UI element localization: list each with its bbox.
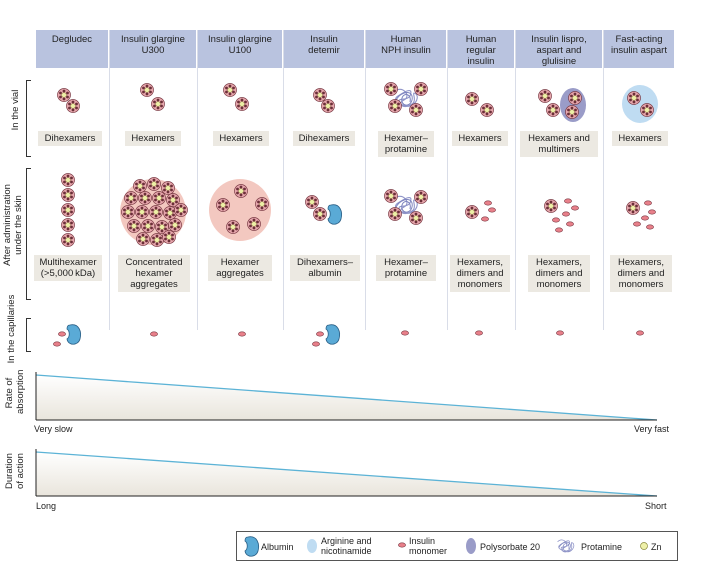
duration-trend-line bbox=[35, 451, 658, 497]
vial-glargine-u100-hexamer bbox=[223, 83, 249, 111]
absorption-left-label: Very slow bbox=[34, 424, 73, 434]
legend-monomer-label: Insulin monomer bbox=[409, 536, 448, 556]
skin-label-lispro: Hexamers, dimers and monomers bbox=[528, 255, 590, 292]
vial-label-glargine-u300: Hexamers bbox=[125, 131, 181, 146]
column-divider bbox=[515, 30, 516, 330]
legend: Albumin Arginine and nicotinamide Insuli… bbox=[236, 531, 678, 561]
vial-label-fast-aspart: Hexamers bbox=[612, 131, 668, 146]
capillary-detemir bbox=[312, 324, 340, 347]
row-bracket-capillaries bbox=[26, 318, 31, 352]
skin-nph-protamine bbox=[384, 189, 428, 225]
legend-protamine-label: Protamine bbox=[581, 542, 623, 552]
capillary-lispro bbox=[556, 330, 564, 336]
column-divider bbox=[603, 30, 604, 330]
capillary-regular bbox=[475, 330, 483, 336]
header-nph: Human NPH insulin bbox=[366, 30, 446, 68]
vial-glargine-u300-hexamer bbox=[140, 83, 165, 111]
vial-lispro-multimer bbox=[538, 88, 586, 122]
capillary-nph bbox=[401, 330, 409, 336]
vial-label-glargine-u100: Hexamers bbox=[213, 131, 269, 146]
header-regular: Human regular insulin bbox=[448, 30, 514, 68]
capillary-glargine-u100 bbox=[238, 331, 246, 337]
capillary-degludec bbox=[53, 324, 81, 347]
header-fast-aspart: Fast-acting insulin aspart bbox=[604, 30, 674, 68]
column-divider bbox=[283, 30, 284, 330]
skin-regular-mixture bbox=[465, 200, 496, 222]
skin-label-degludec: Multihexamer (>5,000 kDa) bbox=[34, 255, 102, 281]
vial-label-nph: Hexamer– protamine bbox=[378, 131, 434, 157]
row-bracket-skin bbox=[26, 168, 31, 300]
row-bracket-vial bbox=[26, 80, 31, 157]
vial-label-degludec: Dihexamers bbox=[38, 131, 102, 146]
vial-regular-hexamer bbox=[465, 92, 494, 117]
duration-title: Duration of action bbox=[4, 453, 26, 489]
duration-left-label: Long bbox=[36, 501, 57, 511]
header-glargine-u100: Insulin glargine U100 bbox=[198, 30, 282, 68]
column-divider bbox=[447, 30, 448, 330]
absorption-title: Rate of absorption bbox=[4, 369, 26, 414]
legend-zn-label: Zn bbox=[651, 542, 662, 552]
skin-label-detemir: Dihexamers– albumin bbox=[290, 255, 360, 281]
vial-label-lispro: Hexamers and multimers bbox=[520, 131, 598, 157]
duration-right-label: Short bbox=[645, 501, 667, 511]
header-glargine-u300: Insulin glargine U300 bbox=[110, 30, 196, 68]
column-divider bbox=[365, 30, 366, 330]
legend-arginine-icon bbox=[307, 539, 317, 553]
skin-degludec-multihexamer bbox=[61, 173, 75, 247]
legend-zn-icon bbox=[640, 542, 648, 550]
vial-detemir-dihexamer bbox=[313, 88, 335, 113]
legend-arginine-label: Arginine and nicotinamide bbox=[321, 536, 372, 556]
skin-label-glargine-u300: Concentrated hexamer aggregates bbox=[118, 255, 190, 292]
skin-label-nph: Hexamer– protamine bbox=[376, 255, 436, 281]
vial-degludec-dihexamer bbox=[57, 88, 80, 113]
header-lispro: Insulin lispro, aspart and glulisine bbox=[516, 30, 602, 68]
skin-label-glargine-u100: Hexamer aggregates bbox=[208, 255, 272, 281]
vial-label-regular: Hexamers bbox=[452, 131, 508, 146]
vial-fast-aspart-arginine bbox=[622, 85, 658, 123]
skin-glargine-u300-aggregate bbox=[120, 177, 188, 247]
capillary-glargine-u300 bbox=[150, 331, 158, 337]
skin-glargine-u100-aggregate bbox=[209, 179, 271, 241]
skin-label-fast-aspart: Hexamers, dimers and monomers bbox=[610, 255, 672, 292]
capillary-fast-aspart bbox=[636, 330, 644, 336]
skin-lispro-mixture bbox=[544, 198, 579, 233]
skin-detemir-albumin bbox=[305, 195, 342, 225]
absorption-right-label: Very fast bbox=[634, 424, 670, 434]
column-divider bbox=[197, 30, 198, 330]
header-detemir: Insulin detemir bbox=[284, 30, 364, 68]
skin-fast-aspart-mixture bbox=[626, 200, 656, 230]
legend-polysorbate-label: Polysorbate 20 bbox=[480, 542, 541, 552]
absorption-trend-line bbox=[35, 374, 658, 421]
column-divider bbox=[109, 30, 110, 330]
vial-nph-protamine bbox=[384, 82, 428, 117]
legend-polysorbate-icon bbox=[466, 538, 476, 554]
header-degludec: Degludec bbox=[36, 30, 108, 68]
legend-albumin-label: Albumin bbox=[261, 542, 294, 552]
vial-label-detemir: Dihexamers bbox=[293, 131, 355, 146]
skin-label-regular: Hexamers, dimers and monomers bbox=[450, 255, 510, 292]
